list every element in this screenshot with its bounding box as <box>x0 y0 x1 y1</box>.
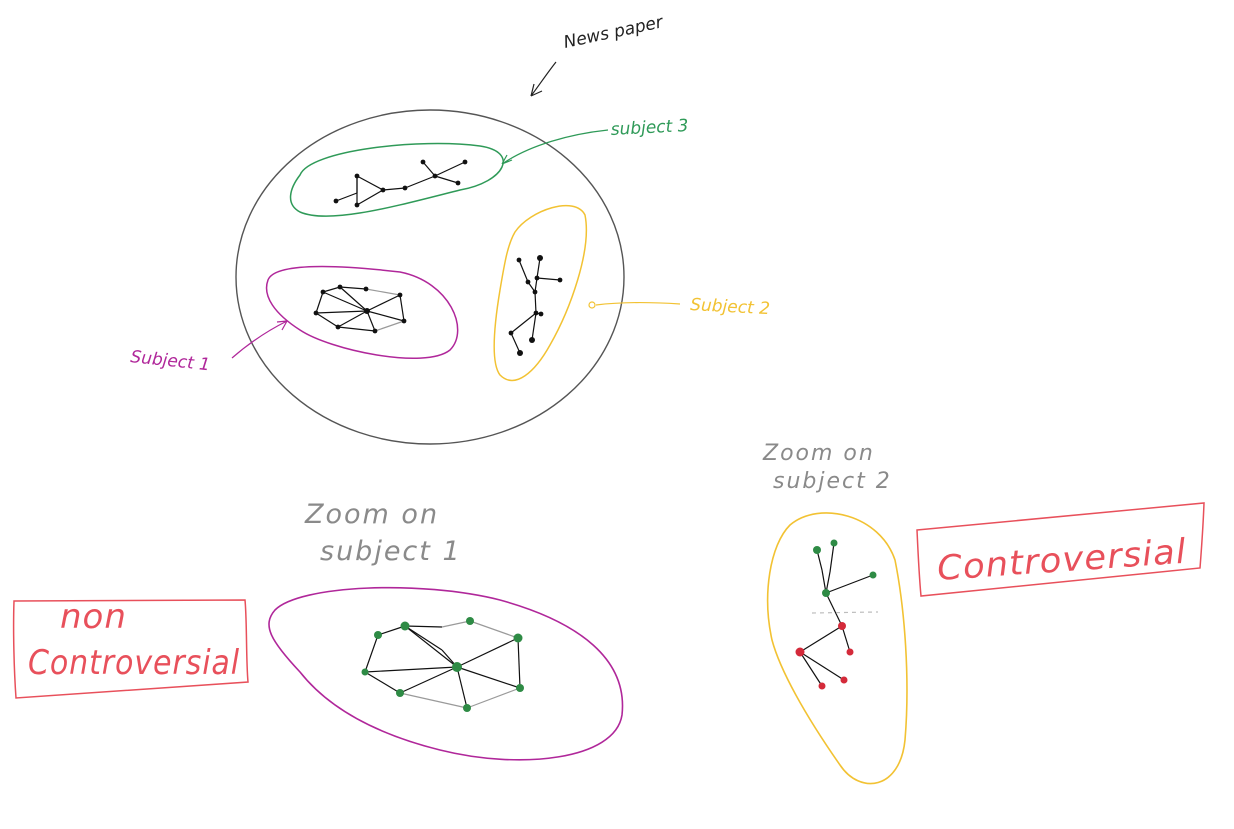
subject1-label: Subject 1 <box>129 347 210 375</box>
subject3-arrow <box>501 129 609 165</box>
subject1-outline <box>265 265 459 360</box>
subject3-label: subject 3 <box>610 116 689 140</box>
zoom1-outline <box>268 586 624 761</box>
controversial-label: Controversial <box>936 532 1188 589</box>
subject2-connector-dot <box>588 301 596 309</box>
newspaper-arrow <box>530 61 557 97</box>
newspaper-label: News paper <box>562 12 666 53</box>
controversial-box <box>916 502 1205 597</box>
zoom1-title-line2: subject 1 <box>320 536 462 567</box>
zoom2-outline <box>766 512 908 785</box>
subject2-outline <box>493 204 587 382</box>
zoom2-title-line1: Zoom on <box>762 441 875 466</box>
zoom2-split-line <box>811 611 879 614</box>
subject1-arrow <box>231 320 288 359</box>
non-controversial-line2: Controversial <box>28 643 240 683</box>
newspaper-circle <box>235 109 625 445</box>
zoom2-graph <box>795 539 879 690</box>
zoom1-graph <box>361 617 524 712</box>
subject2-connector <box>595 302 681 306</box>
subject2-label: Subject 2 <box>690 295 771 319</box>
non-controversial-line1: non <box>60 597 127 637</box>
subject2-graph <box>508 255 563 356</box>
subject3-outline <box>289 142 504 217</box>
non-controversial-box <box>12 599 249 699</box>
subject1-graph <box>313 284 407 334</box>
zoom1-title-line1: Zoom on <box>304 499 439 530</box>
zoom2-title-line2: subject 2 <box>773 469 892 494</box>
subject3-graph <box>333 159 468 208</box>
